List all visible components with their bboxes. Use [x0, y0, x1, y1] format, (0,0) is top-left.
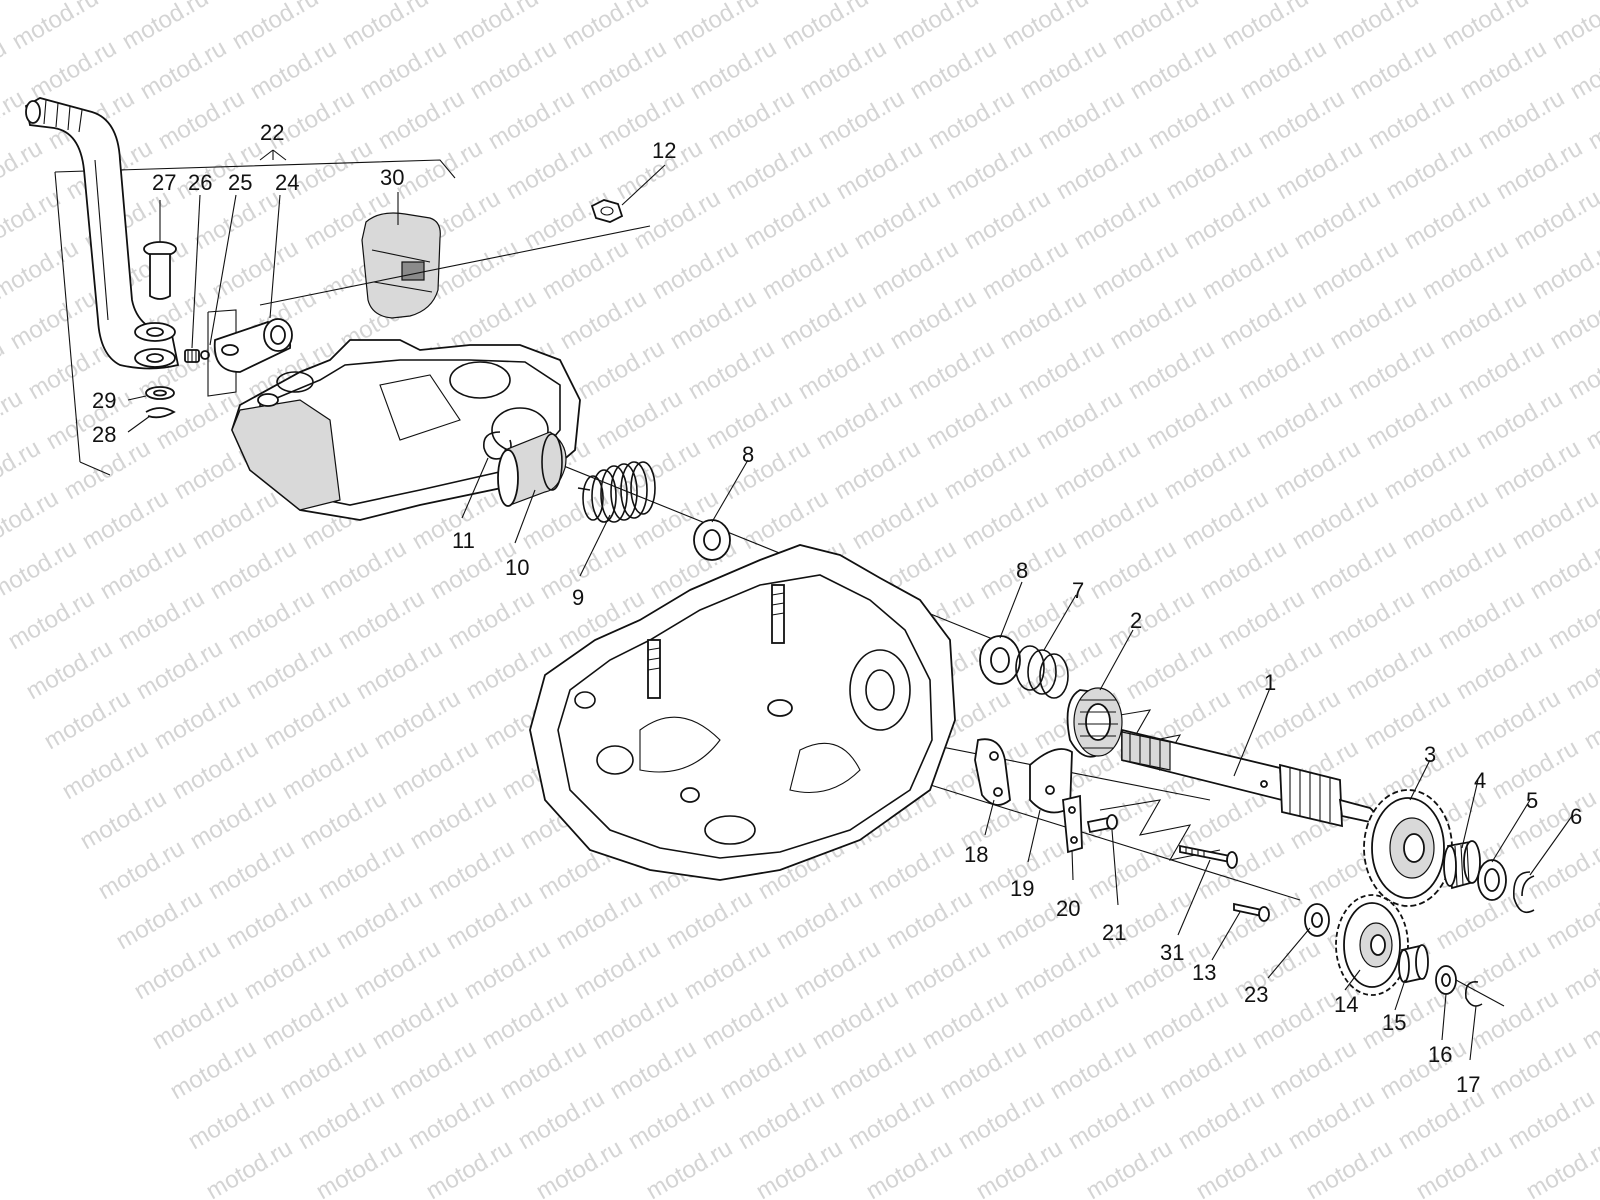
left-crankcase-half [231, 339, 581, 521]
watermark-text: motod.ru [1510, 184, 1600, 255]
label-8-lower: 8 [1016, 558, 1028, 583]
stopper-bracket [1062, 794, 1083, 854]
return-spring [577, 461, 656, 523]
rubber-cover [361, 212, 441, 319]
label-11: 11 [452, 528, 475, 553]
label-21: 21 [1102, 920, 1126, 945]
label-19: 19 [1010, 876, 1034, 901]
label-3: 3 [1424, 742, 1436, 767]
label-26: 26 [188, 170, 212, 195]
circlip-17 [1455, 979, 1505, 1007]
label-17: 17 [1456, 1072, 1480, 1097]
watermark-text: motod.ru [1530, 0, 1600, 5]
ratchet-gear [1066, 687, 1123, 758]
label-13: 13 [1192, 960, 1216, 985]
label-5: 5 [1526, 788, 1538, 813]
label-25: 25 [228, 170, 252, 195]
label-12: 12 [652, 138, 676, 163]
label-9: 9 [572, 585, 584, 610]
kickstart-gear [1363, 789, 1453, 907]
leader-lines [127, 149, 1573, 1061]
circlip-6 [1513, 871, 1535, 914]
part-number-labels: 22 27 26 25 24 30 12 29 28 11 10 9 8 8 7… [92, 120, 1582, 1097]
shim-washer [1304, 903, 1330, 937]
label-6: 6 [1570, 804, 1582, 829]
thrust-washer-upper [693, 519, 731, 561]
label-28: 28 [92, 422, 116, 447]
label-4: 4 [1474, 768, 1486, 793]
kick-shaft-mount [207, 309, 293, 397]
washer-5 [1477, 859, 1507, 901]
washer-and-circlip [145, 386, 176, 419]
label-14: 14 [1334, 992, 1358, 1017]
watermark-text: motod.ru [1548, 0, 1600, 55]
thrust-washer-lower [979, 635, 1021, 685]
right-crankcase-half [529, 544, 956, 881]
label-20: 20 [1056, 896, 1080, 921]
watermark-text: motod.ru [1508, 484, 1600, 555]
label-24: 24 [275, 170, 299, 195]
label-18: 18 [964, 842, 988, 867]
label-29: 29 [92, 388, 116, 413]
kickstart-lever [24, 97, 456, 476]
label-10: 10 [505, 555, 529, 580]
bushing [497, 431, 567, 507]
long-screw [1179, 844, 1238, 869]
label-31: 31 [1160, 940, 1184, 965]
label-7: 7 [1072, 578, 1084, 603]
label-1: 1 [1264, 670, 1276, 695]
pivot-pin [143, 200, 177, 300]
watermark-text: motod.ru [1506, 784, 1600, 855]
needle-bearing-upper [1443, 840, 1481, 890]
label-15: 15 [1382, 1010, 1406, 1035]
label-27: 27 [152, 170, 176, 195]
label-8-upper: 8 [742, 442, 754, 467]
washer-16 [1435, 965, 1457, 995]
idler-gear [1335, 894, 1409, 996]
label-2: 2 [1130, 608, 1142, 633]
label-16: 16 [1428, 1042, 1452, 1067]
guide-plate [974, 738, 1011, 806]
detent-spring-and-ball [184, 349, 210, 363]
label-30: 30 [380, 165, 404, 190]
ratchet-spring [1015, 645, 1069, 699]
short-screw [1233, 902, 1270, 922]
label-22: 22 [260, 120, 284, 145]
bracket-screw [1086, 814, 1118, 834]
label-23: 23 [1244, 982, 1268, 1007]
needle-bearing-lower [1398, 944, 1429, 984]
nut [590, 199, 624, 223]
